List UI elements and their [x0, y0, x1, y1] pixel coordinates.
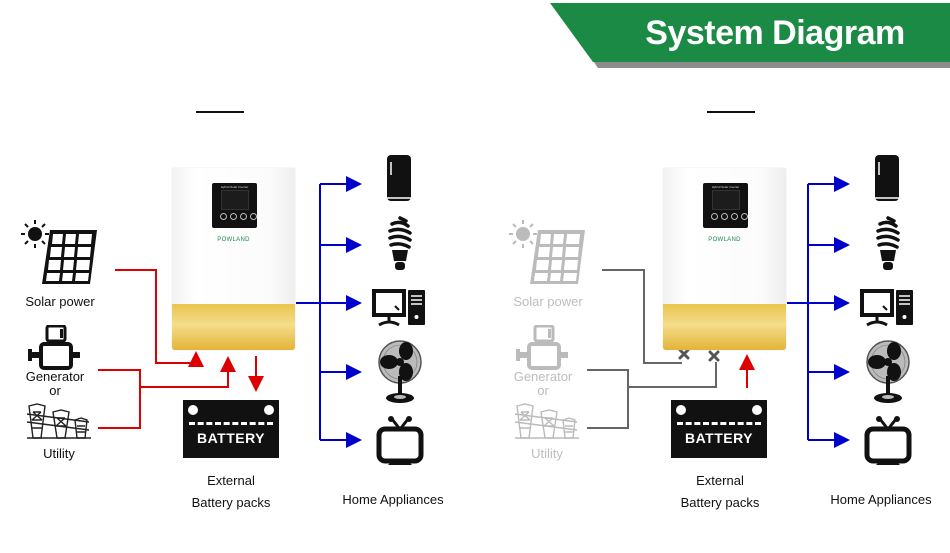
solar-label: Solar power	[513, 294, 583, 309]
battery-icon: BATTERY	[671, 400, 767, 458]
generator-icon	[28, 325, 80, 370]
solar-panel-icon	[21, 220, 97, 284]
or-label: or	[49, 383, 61, 398]
lcd-screen	[221, 190, 249, 210]
battery-caption-line2: Battery packs	[680, 495, 760, 510]
utility-tower-icon-inactive	[515, 403, 579, 439]
fan-icon	[866, 340, 910, 403]
generator-label: Generator	[25, 369, 85, 384]
utility-label: Utility	[43, 446, 75, 461]
title-banner	[550, 3, 950, 68]
battery-caption-line1: External	[696, 473, 744, 488]
or-label: or	[537, 383, 549, 398]
hybrid-inverter: Hybrid Solar Inverter POWLAND	[172, 168, 295, 350]
hybrid-inverter: Hybrid Solar Inverter POWLAND	[663, 168, 786, 350]
inverter-base	[663, 304, 786, 350]
fan-icon	[378, 340, 422, 403]
television-icon	[864, 416, 912, 465]
inverter-screen-caption: Hybrid Solar Inverter	[220, 185, 249, 189]
generator-wire-disconnected	[587, 369, 629, 429]
generator-label: Generator	[513, 369, 573, 384]
utility-label: Utility	[531, 446, 563, 461]
appliances-caption: Home Appliances	[830, 492, 932, 507]
inverter-buttons	[220, 213, 257, 220]
inverter-buttons	[711, 213, 748, 220]
appliances-caption: Home Appliances	[342, 492, 444, 507]
grid-wire-disconnected	[628, 362, 717, 388]
television-icon	[376, 416, 424, 465]
disconnect-x-icon	[708, 350, 720, 362]
diagram-panel-battery-mode: Solar power Generator or Utility Hybrid …	[490, 0, 950, 553]
refrigerator-icon	[875, 155, 899, 201]
inverter-display: Hybrid Solar Inverter	[212, 183, 257, 228]
sun-icon	[21, 220, 49, 248]
inverter-base	[172, 304, 295, 350]
computer-icon	[372, 289, 425, 327]
solar-panel-icon-inactive	[509, 220, 585, 284]
page-title: System Diagram	[645, 13, 905, 52]
solar-label: Solar power	[25, 294, 95, 309]
panel-marker	[707, 111, 755, 113]
battery-caption-line1: External	[207, 473, 255, 488]
solar-wire-disconnected	[602, 269, 682, 364]
inverter-brand: POWLAND	[217, 237, 250, 243]
sun-icon	[509, 220, 537, 248]
panel-marker	[196, 111, 244, 113]
computer-icon	[860, 289, 913, 327]
wiring	[98, 176, 362, 448]
battery-text: BATTERY	[684, 430, 754, 446]
grid-wire	[140, 356, 236, 388]
utility-tower-icon	[27, 403, 91, 439]
disconnect-x-icon	[678, 348, 690, 360]
diagram-panel-grid-mode: Solar power Generator or Utility Hybrid …	[21, 111, 444, 510]
battery-caption-line2: Battery packs	[191, 495, 271, 510]
battery-text: BATTERY	[196, 430, 266, 446]
lcd-screen	[712, 190, 740, 210]
refrigerator-icon	[387, 155, 411, 201]
wiring	[587, 176, 850, 448]
inverter-display: Hybrid Solar Inverter	[703, 183, 748, 228]
light-bulb-icon	[388, 216, 412, 270]
generator-icon-inactive	[516, 325, 568, 370]
inverter-brand: POWLAND	[708, 237, 741, 243]
inverter-screen-caption: Hybrid Solar Inverter	[711, 185, 740, 189]
light-bulb-icon	[876, 216, 900, 270]
banner-background	[550, 3, 950, 62]
battery-icon: BATTERY	[183, 400, 279, 458]
generator-wire	[98, 369, 141, 429]
